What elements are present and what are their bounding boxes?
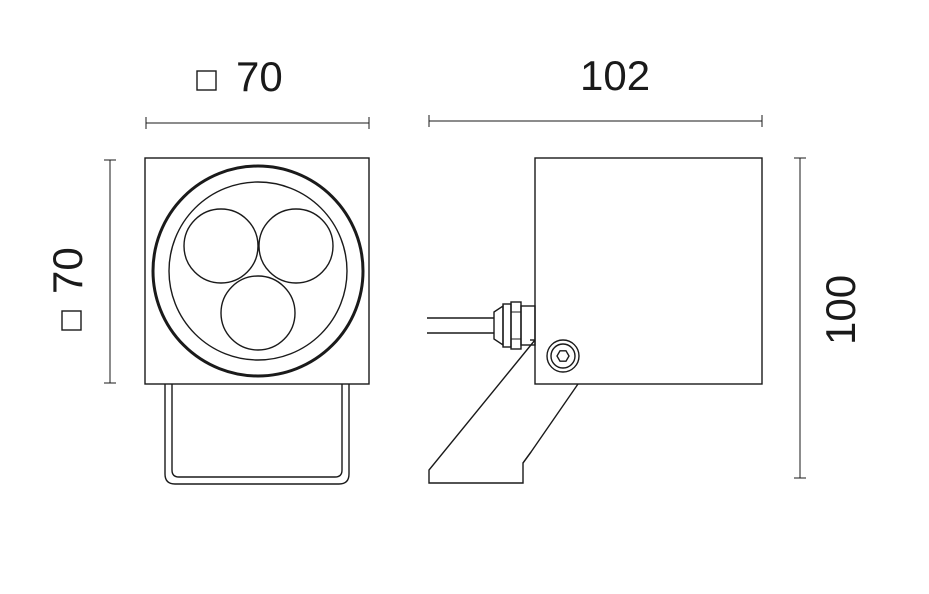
side-depth-value: 102 — [580, 52, 650, 99]
side-height-value: 100 — [817, 275, 864, 345]
front-bezel-inner — [168, 181, 348, 361]
power-cable — [427, 317, 494, 334]
hex-bolt-icon — [546, 339, 580, 373]
front-height-value: 70 — [44, 247, 91, 294]
side-depth-dimension-line — [428, 115, 763, 127]
led-lens-bottom — [220, 275, 296, 351]
front-view: 70 70 — [44, 53, 370, 485]
square-symbol-icon — [61, 310, 82, 331]
front-housing — [144, 157, 370, 385]
side-mounting-bracket — [428, 339, 579, 484]
front-width-value: 70 — [236, 53, 283, 100]
side-height-dimension-line — [794, 157, 806, 479]
front-mounting-bracket — [164, 384, 350, 485]
cable-gland — [493, 301, 536, 350]
side-housing — [534, 157, 763, 385]
front-width-dimension-line — [145, 117, 370, 129]
front-bezel-outer — [151, 164, 365, 378]
square-symbol-icon — [196, 70, 217, 91]
led-lens-left — [183, 208, 259, 284]
led-lens-right — [258, 208, 334, 284]
front-height-dimension-line — [104, 159, 116, 384]
side-view: 102 100 — [427, 52, 864, 484]
front-height-label: 70 — [44, 247, 91, 331]
front-width-label: 70 — [196, 53, 283, 100]
